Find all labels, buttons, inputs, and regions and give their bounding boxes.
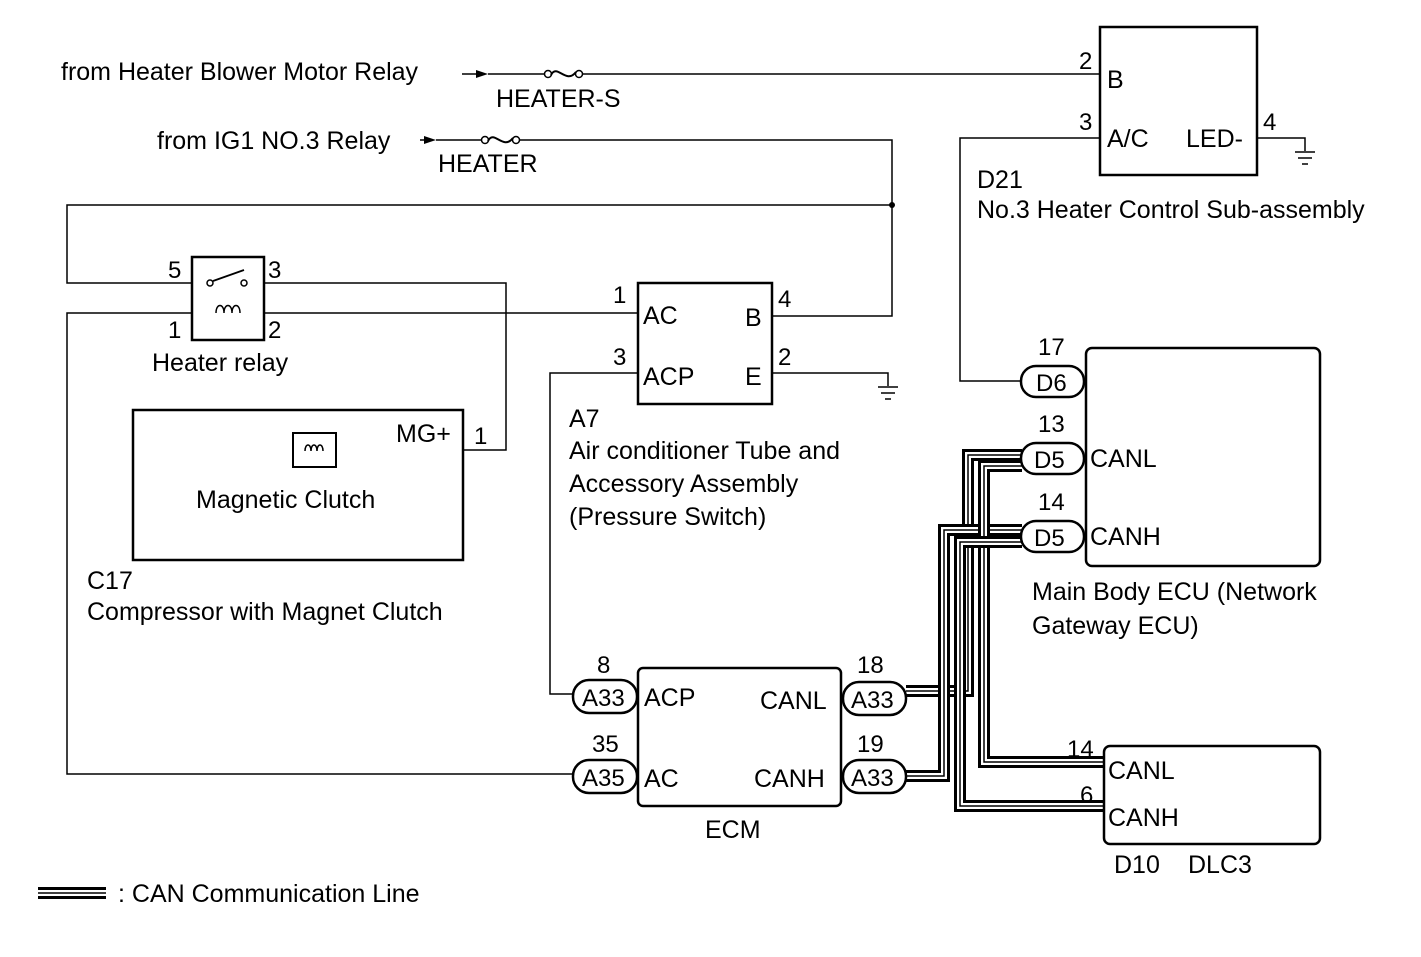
pressure-switch-pin-ac-num: 1: [613, 282, 626, 309]
fuse-heater-s: [543, 69, 584, 79]
connector-a33-canl: [841, 680, 908, 717]
dlc3-pin-canl: CANL: [1108, 757, 1175, 785]
pressure-switch-pin-e: E: [745, 363, 762, 391]
connector-d6-num: 17: [1038, 334, 1065, 361]
wires: [66, 70, 1306, 775]
ecm-pin-canh: CANH: [754, 765, 825, 793]
pressure-switch-pin-acp: ACP: [643, 363, 694, 391]
pressure-switch-name-1: Air conditioner Tube and: [569, 437, 840, 465]
heater-control-pin-ac-num: 3: [1079, 109, 1092, 136]
pressure-switch-code: A7: [569, 405, 600, 433]
ecm-pin-acp: ACP: [644, 684, 695, 712]
arrow-icon: [424, 136, 436, 144]
connector-a33-acp-label: A33: [582, 685, 625, 712]
ground-icon: [1295, 151, 1315, 165]
connector-a33-acp-num: 8: [597, 652, 610, 679]
wire-junction: [889, 202, 895, 208]
heater-control-pin-b: B: [1107, 66, 1124, 94]
heater-relay-pin2: 2: [268, 317, 281, 344]
main-body-ecu-name-2: Gateway ECU): [1032, 612, 1199, 640]
connector-d5-canh-label: D5: [1034, 525, 1065, 552]
pressure-switch-pin-ac: AC: [643, 302, 678, 330]
dlc3-pin-canh-num: 6: [1080, 782, 1093, 809]
magnetic-clutch-coil: [292, 432, 337, 468]
relay-coil-icon: [215, 304, 241, 314]
clutch-coil-icon: [304, 444, 324, 452]
heater-control-pin-ac: A/C: [1107, 125, 1149, 153]
heater-relay-pin3: 3: [268, 257, 281, 284]
pressure-switch-pin-b-num: 4: [778, 286, 791, 313]
dlc3-code: D10: [1114, 851, 1160, 879]
connector-a35-ac-num: 35: [592, 731, 619, 758]
main-body-ecu-pin-canh: CANH: [1090, 523, 1161, 551]
compressor-code: C17: [87, 567, 133, 595]
relay-switch-icon: [206, 269, 248, 287]
legend-text: : CAN Communication Line: [118, 880, 420, 908]
heater-control-pin-led: LED-: [1186, 125, 1243, 153]
main-body-ecu-name-1: Main Body ECU (Network: [1032, 578, 1317, 606]
heater-relay-name: Heater relay: [152, 349, 289, 377]
ecm-pin-ac: AC: [644, 765, 679, 793]
fuse-heater-s-label: HEATER-S: [496, 85, 621, 113]
heater-control-code: D21: [977, 166, 1023, 194]
main-body-ecu-box: [1084, 346, 1322, 568]
connector-d5-canl-label: D5: [1034, 447, 1065, 474]
ecm-box: [636, 666, 843, 808]
main-body-ecu-pin-canl: CANL: [1090, 445, 1157, 473]
connector-d6: [1019, 364, 1086, 399]
dlc3-pin-canl-num: 14: [1067, 736, 1094, 763]
compressor-pin-mg-num: 1: [474, 423, 487, 450]
connector-a33-canl-num: 18: [857, 652, 884, 679]
connector-a33-canh-label: A33: [851, 765, 894, 792]
connector-d6-label: D6: [1036, 370, 1067, 397]
compressor-name: Compressor with Magnet Clutch: [87, 598, 443, 626]
fuse-heater: [480, 135, 521, 145]
compressor-pin-mg: MG+: [396, 420, 451, 448]
heater-control-name: No.3 Heater Control Sub-assembly: [977, 196, 1365, 224]
connector-d5-canl-num: 13: [1038, 411, 1065, 438]
heater-control-box: [1098, 25, 1259, 177]
ecm-pin-canl: CANL: [760, 687, 827, 715]
connector-d5-canh: [1019, 519, 1086, 554]
dlc3-name: DLC3: [1188, 851, 1252, 879]
heater-control-pin-b-num: 2: [1079, 48, 1092, 75]
pressure-switch-pin-b: B: [745, 304, 762, 332]
connector-a33-acp: [571, 678, 639, 715]
heater-control-pin-led-num: 4: [1263, 109, 1276, 136]
connector-a33-canl-label: A33: [851, 687, 894, 714]
pressure-switch-box: [636, 281, 774, 406]
heater-relay-pin5: 5: [168, 257, 181, 284]
arrow-icon: [476, 70, 488, 78]
pressure-switch-name-3: (Pressure Switch): [569, 503, 766, 531]
compressor-clutch-label: Magnetic Clutch: [196, 486, 375, 514]
pressure-switch-pin-acp-num: 3: [613, 344, 626, 371]
heater-relay-pin1: 1: [168, 317, 181, 344]
source-ig1-relay: from IG1 NO.3 Relay: [157, 127, 391, 155]
can-lines: [906, 449, 1104, 812]
fuse-heater-label: HEATER: [438, 150, 538, 178]
connector-d5-canh-num: 14: [1038, 489, 1065, 516]
ecm-name: ECM: [705, 816, 761, 844]
dlc3-pin-canh: CANH: [1108, 804, 1179, 832]
ground-icon: [878, 386, 898, 400]
connector-a35-ac: [571, 758, 639, 795]
connector-d5-canl: [1019, 441, 1086, 476]
connector-a33-canh-num: 19: [857, 731, 884, 758]
pressure-switch-pin-e-num: 2: [778, 344, 791, 371]
dlc3-box: [1102, 744, 1322, 846]
source-blower-relay: from Heater Blower Motor Relay: [61, 58, 419, 86]
heater-relay-box: [190, 255, 266, 342]
connector-a33-canh: [841, 758, 908, 795]
connector-a35-ac-label: A35: [582, 765, 625, 792]
pressure-switch-name-2: Accessory Assembly: [569, 470, 799, 498]
